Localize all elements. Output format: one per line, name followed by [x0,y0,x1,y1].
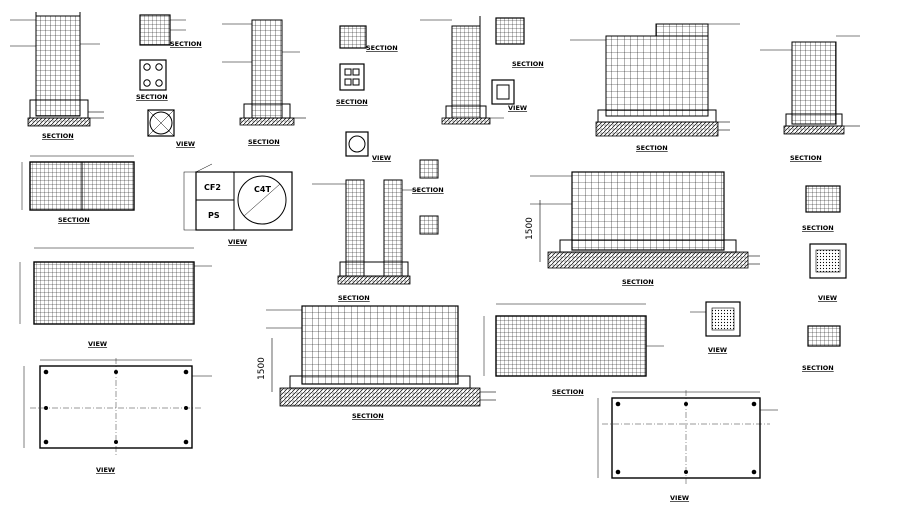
plan-view-cf2: CF2 PS C4T VIEW [183,163,293,246]
wall-elevation-top-1: SECTION [570,23,740,152]
title-view-1: VIEW [176,140,195,148]
slab-grid-right: SECTION [483,303,664,396]
title-section-2: SECTION [170,40,202,48]
title-section-3: SECTION [136,93,168,101]
title-section-15: SECTION [802,364,834,372]
right-detail-stack: SECTION VIEW SECTION [802,185,847,372]
label-c4t: C4T [254,185,271,194]
slab-grid-left: VIEW [19,247,212,348]
view-1-detail: VIEW [147,109,195,148]
title-section-14: SECTION [802,224,834,232]
title-section-16: SECTION [352,412,384,420]
column-elevation-1: SECTION [10,12,104,140]
view-detail-small: VIEW [690,301,741,354]
dim-1500-right: 1500 [525,217,535,240]
title-section-12: SECTION [338,294,370,302]
title-view-5: VIEW [818,294,837,302]
title-view-7: VIEW [96,466,115,474]
title-section-17: SECTION [552,388,584,396]
title-section-10: SECTION [58,216,90,224]
plan-outline-right: VIEW [597,390,778,502]
slab-section-left: SECTION [21,155,135,224]
title-section-11: SECTION [412,186,444,194]
title-section-9: SECTION [790,154,822,162]
title-section-5: SECTION [366,44,398,52]
small-section-2: SECTION SECTION [136,14,202,101]
twin-column-elevation: SECTION SECTION [312,159,444,302]
dim-1500-bottom: 1500 [257,357,267,380]
title-section-13: SECTION [622,278,654,286]
title-section-4: SECTION [248,138,280,146]
plan-outline-left: VIEW [23,358,212,474]
title-view-2: VIEW [372,154,391,162]
column-elevation-2: SECTION [222,19,306,146]
title-section-8: SECTION [636,144,668,152]
title-view-4: VIEW [228,238,247,246]
title-view-8: VIEW [708,346,727,354]
column-elevation-4: SECTION [760,35,860,162]
wall-elevation-bottom: 1500 SECTION [257,305,496,420]
title-view-9: VIEW [670,494,689,502]
title-view-3: VIEW [508,104,527,112]
title-section-7: SECTION [512,60,544,68]
small-section-5: SECTION SECTION VIEW [336,25,398,162]
label-cf2: CF2 [204,183,221,192]
label-ps: PS [208,211,220,220]
title-section-1: SECTION [42,132,74,140]
title-section-6: SECTION [336,98,368,106]
wall-elevation-large: 1500 SECTION [525,171,760,286]
title-view-6: VIEW [88,340,107,348]
column-elevation-3: SECTION VIEW [420,16,544,125]
